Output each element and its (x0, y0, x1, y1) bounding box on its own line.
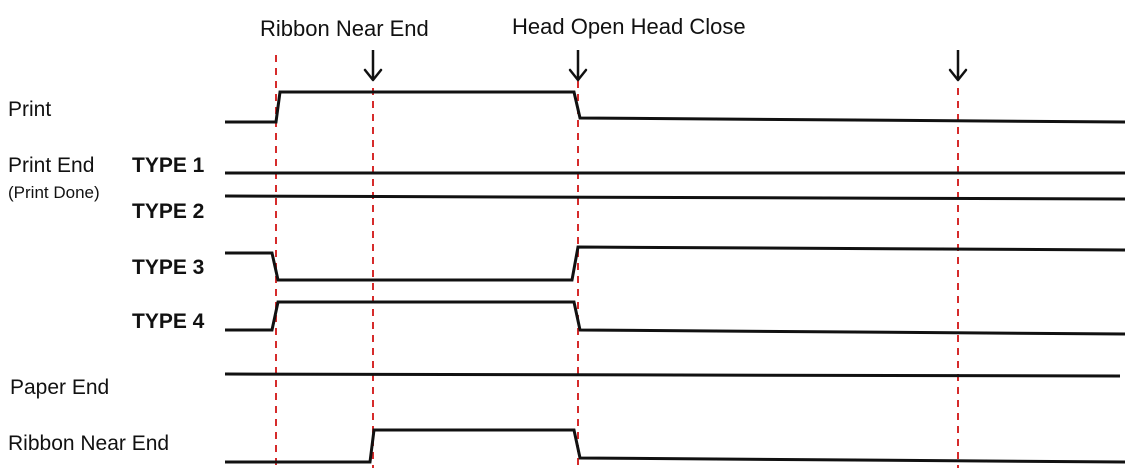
signal-label-ribbon-near-end: Ribbon Near End (8, 432, 169, 455)
waveform-ribbon-near-end (225, 428, 1125, 464)
event-label-head-open-head-close: Head Open Head Close (512, 14, 746, 39)
signal-label-type3: TYPE 3 (132, 256, 204, 279)
waveforms (224, 90, 1125, 464)
waveform-print (225, 90, 1125, 124)
signal-label-type1: TYPE 1 (132, 154, 205, 177)
waveform-paper-end (224, 372, 1121, 378)
waveform-type3 (225, 245, 1125, 282)
signal-label-print: Print (8, 98, 51, 121)
event-label-ribbon-near-end: Ribbon Near End (260, 16, 429, 41)
down-arrow-icon (948, 50, 968, 82)
signal-label-print-done: (Print Done) (8, 183, 100, 202)
down-arrow-icon (363, 50, 383, 82)
waveform-type4 (225, 300, 1125, 336)
waveform-type2 (224, 194, 1125, 201)
signal-label-type2: TYPE 2 (132, 200, 204, 223)
down-arrow-icon (568, 50, 588, 82)
event-arrows (363, 50, 968, 82)
signal-label-type4: TYPE 4 (132, 310, 205, 333)
signal-label-print-end: Print End (8, 154, 94, 177)
event-markers (275, 55, 959, 468)
signal-label-paper-end: Paper End (10, 376, 109, 399)
